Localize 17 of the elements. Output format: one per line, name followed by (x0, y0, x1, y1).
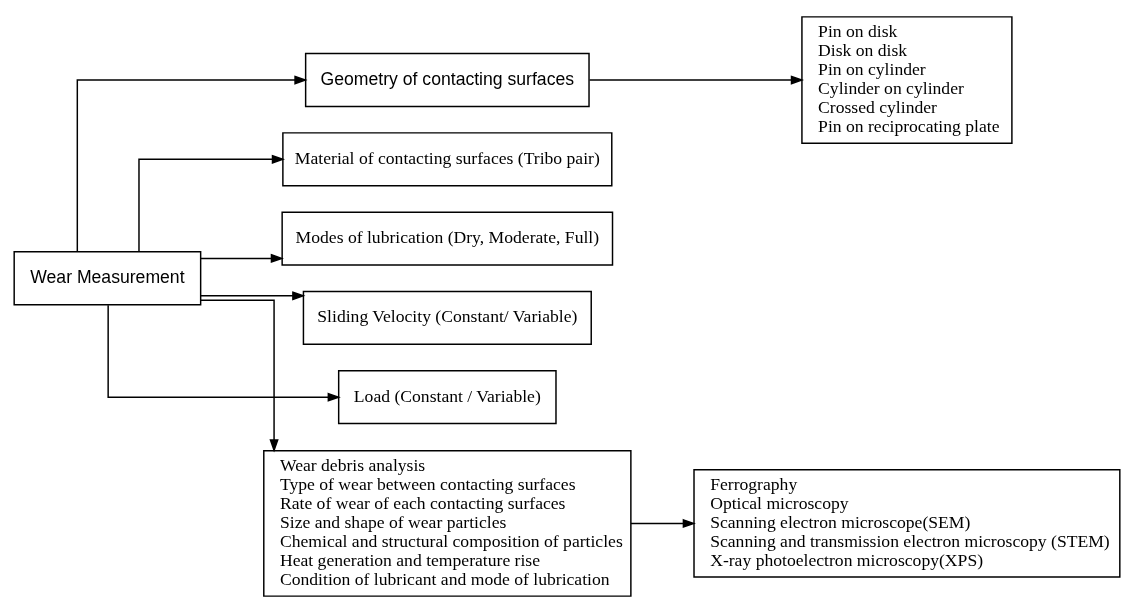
node-box: Pin on disk Disk on disk Pin on cylinder Cylinder on cylinder Crossed cylinder Pin on reciprocating plate (801, 16, 1013, 144)
node-box: Ferrography Optical microscopy Scanning electron microscope(SEM) Scanning and transmission electron microscopy (STEM) X-ray photoelectron microscopy(XPS) (693, 469, 1121, 578)
node-box: Load (Constant / Variable) (337, 370, 557, 425)
arrow (200, 253, 284, 264)
arrow (107, 304, 341, 402)
node-box: Wear debris analysis Type of wear between contacting surfaces Rate of wear of each contacting surfaces Size and shape of wear particles Chemical and structural composition of particles Heat generation and temperature rise Condition of lubricant and mode of lubrication (263, 450, 632, 597)
arrow (588, 75, 804, 85)
arrow (630, 518, 696, 529)
node-box: Modes of lubrication (Dry, Moderate, Full) (281, 211, 614, 266)
arrow (138, 154, 285, 252)
node-box: Material of contacting surfaces (Tribo pair) (282, 132, 613, 187)
arrow (200, 299, 279, 453)
arrow (76, 75, 308, 253)
node-box: Sliding Velocity (Constant/ Variable) (302, 290, 592, 346)
arrow (200, 291, 306, 301)
node-box: Wear Measurement (13, 251, 202, 306)
node-box: Geometry of contacting surfaces (304, 52, 590, 108)
